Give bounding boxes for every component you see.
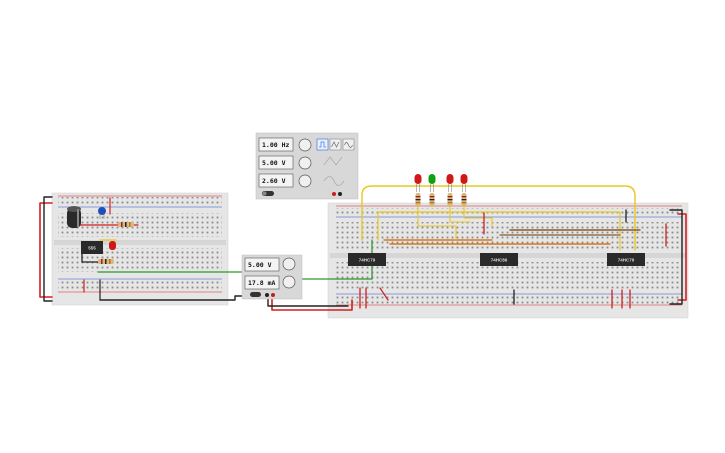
timer-chip-label: 555 bbox=[88, 246, 96, 251]
resistor-band bbox=[415, 196, 421, 198]
fg-terminal-negative[interactable] bbox=[338, 192, 342, 196]
led-body bbox=[446, 174, 454, 184]
voltage-display: 5.00 V bbox=[248, 261, 272, 269]
resistor[interactable] bbox=[98, 259, 114, 264]
wire-yellow bbox=[463, 204, 493, 227]
fg-terminal-positive[interactable] bbox=[332, 192, 336, 196]
resistor-band bbox=[447, 202, 453, 204]
wire-black bbox=[669, 209, 683, 305]
ps-terminal-positive[interactable] bbox=[271, 293, 275, 297]
capacitor-ceramic[interactable] bbox=[98, 207, 106, 219]
square-wave-icon bbox=[319, 141, 326, 148]
chip-ic3[interactable]: 74HC79 bbox=[607, 253, 645, 266]
offset-display: 2.60 V bbox=[262, 177, 286, 185]
triangle-preview-icon bbox=[323, 156, 343, 166]
chip-ic1-label: 74HC79 bbox=[359, 258, 376, 263]
wire-red bbox=[39, 202, 53, 298]
wire-red bbox=[379, 287, 389, 301]
wire-yellow bbox=[377, 211, 621, 251]
ps-power-switch[interactable] bbox=[250, 292, 261, 297]
chip-ic1[interactable]: 74HC79 bbox=[348, 253, 386, 266]
capacitor-electrolytic[interactable] bbox=[67, 206, 81, 228]
led-array[interactable] bbox=[414, 174, 468, 207]
frequency-display: 1.00 Hz bbox=[262, 141, 289, 149]
resistor-band bbox=[429, 196, 435, 198]
resistor[interactable] bbox=[447, 193, 453, 207]
wire-black bbox=[267, 295, 349, 307]
resistor-band bbox=[415, 199, 421, 201]
chip-ic2[interactable]: 74HC86 bbox=[480, 253, 518, 266]
offset-knob[interactable] bbox=[298, 174, 312, 188]
sine-preview-icon bbox=[323, 176, 345, 186]
resistor[interactable] bbox=[429, 193, 435, 207]
resistor-band bbox=[461, 202, 467, 204]
led-body bbox=[428, 174, 436, 184]
resistor-band bbox=[429, 199, 435, 201]
timer-chip[interactable]: 555 bbox=[81, 241, 103, 254]
resistor-band bbox=[461, 199, 467, 201]
amplitude-display: 5.00 V bbox=[262, 159, 286, 167]
chip-ic2-label: 74HC86 bbox=[491, 258, 508, 263]
power-supply[interactable]: 5.00 V 17.8 mA bbox=[241, 254, 303, 300]
resistor[interactable] bbox=[461, 193, 467, 207]
led[interactable] bbox=[446, 174, 454, 192]
resistor-band bbox=[447, 199, 453, 201]
wire-yellow bbox=[361, 185, 636, 251]
wire-black bbox=[43, 196, 53, 302]
wire-yellow bbox=[449, 204, 471, 223]
led[interactable] bbox=[460, 174, 468, 192]
triangle-wave-icon bbox=[331, 141, 340, 148]
amplitude-knob[interactable] bbox=[298, 156, 312, 170]
square-wave-button[interactable] bbox=[316, 138, 329, 151]
sine-wave-icon bbox=[344, 142, 353, 148]
chip-ic3-label: 74HC79 bbox=[618, 258, 635, 263]
current-knob[interactable] bbox=[282, 275, 296, 289]
frequency-knob[interactable] bbox=[298, 138, 312, 152]
resistor[interactable] bbox=[415, 193, 421, 207]
led-small-board[interactable] bbox=[109, 241, 116, 250]
led-body bbox=[414, 174, 422, 184]
resistor-band bbox=[447, 196, 453, 198]
resistor-band bbox=[461, 196, 467, 198]
led[interactable] bbox=[428, 174, 436, 192]
led-body bbox=[460, 174, 468, 184]
wire-yellow bbox=[417, 204, 457, 241]
resistor-band bbox=[415, 202, 421, 204]
function-generator[interactable]: 1.00 Hz 5.00 V 2.60 V bbox=[255, 132, 359, 200]
resistor-band bbox=[429, 202, 435, 204]
wire-red bbox=[271, 295, 353, 311]
current-display: 17.8 mA bbox=[248, 279, 275, 287]
ps-terminal-negative[interactable] bbox=[265, 293, 269, 297]
resistor[interactable] bbox=[118, 222, 134, 227]
voltage-knob[interactable] bbox=[282, 257, 296, 271]
led[interactable] bbox=[414, 174, 422, 192]
